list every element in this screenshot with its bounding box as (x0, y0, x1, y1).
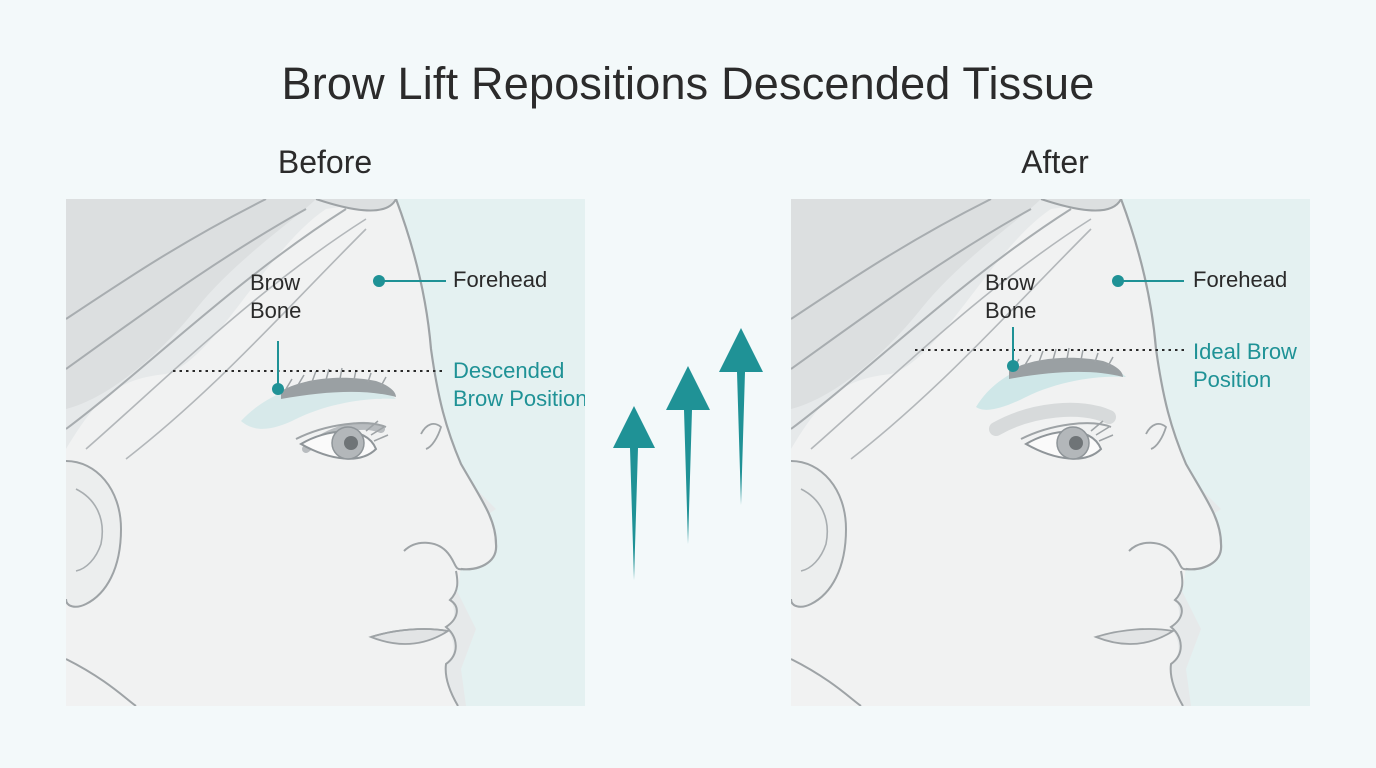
brow-bone-label-line2: Bone (985, 298, 1037, 323)
brow-bone-label-line1: Brow (985, 270, 1036, 295)
brow-bone-label-line2: Bone (250, 298, 302, 323)
after-heading: After (1021, 144, 1089, 180)
after-panel: Brow Bone Forehead Ideal Brow Position (791, 199, 1310, 706)
lift-arrows (613, 328, 763, 580)
forehead-label: Forehead (1193, 267, 1288, 292)
face-profile-before (66, 199, 585, 706)
arrow-up-icon (719, 328, 763, 505)
arrow-up-icon (666, 366, 710, 544)
before-panel: Brow Bone Forehead Descended Brow Positi… (66, 199, 585, 706)
arrow-up-icon (613, 406, 655, 580)
face-profile-after (791, 199, 1310, 706)
brow-bone-label-line1: Brow (250, 270, 301, 295)
descended-brow-label-line2: Brow Position (453, 386, 585, 411)
diagram-title: Brow Lift Repositions Descended Tissue (281, 58, 1095, 109)
ideal-brow-label-line1: Ideal Brow (1193, 339, 1297, 364)
descended-brow-label-line1: Descended (453, 358, 565, 383)
ideal-brow-label-line2: Position (1193, 367, 1272, 392)
forehead-label: Forehead (453, 267, 548, 292)
before-heading: Before (277, 144, 373, 180)
